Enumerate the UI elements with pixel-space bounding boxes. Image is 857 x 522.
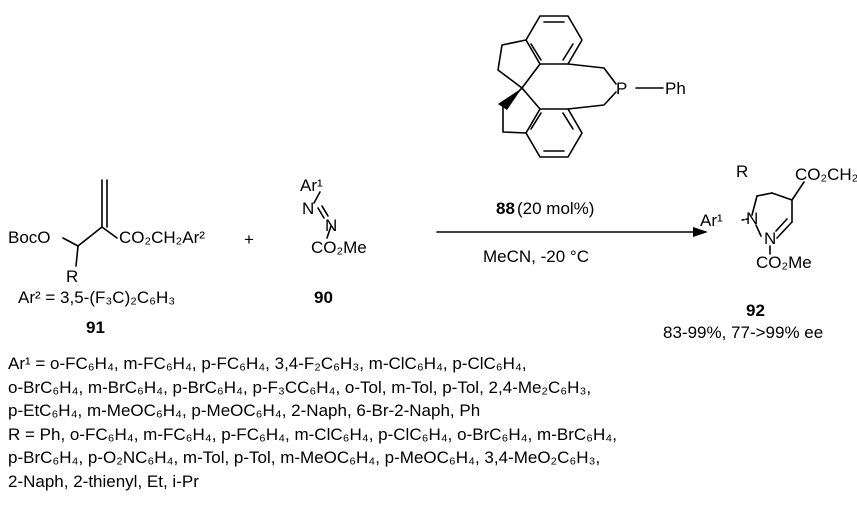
reactant-90-structure: [313, 191, 332, 239]
catalyst-phenyl: Ph: [665, 79, 686, 98]
reactant-91-ar2-definition: Ar² = 3,5-(F₃C)₂C₆H₃: [18, 288, 175, 307]
reactant-91-structure: [62, 179, 118, 267]
product-92-n1: N: [746, 209, 758, 228]
reactant-91-ester: CO₂CH₂Ar²: [119, 228, 205, 247]
reactant-90-ar1: Ar¹: [300, 176, 323, 195]
product-92-n2: N: [764, 229, 776, 248]
scope-line: R = Ph, o-FC₆H₄, m-FC₆H₄, p-FC₆H₄, m-ClC…: [8, 424, 617, 444]
product-92-ester: CO₂CH₂Ar²: [795, 165, 857, 184]
lower-benzene-ring: [525, 108, 583, 158]
reactant-91-r: R: [66, 267, 78, 286]
reaction-arrowhead: [693, 227, 708, 237]
scope-line: o-BrC₆H₄, m-BrC₆H₄, p-BrC₆H₄, p-F₃CC₆H₄,…: [8, 377, 592, 397]
upper-benzene-ring: [525, 15, 583, 65]
catalyst-88-structure: [497, 15, 664, 158]
product-92-label: 92: [746, 301, 765, 320]
catalyst-label: 88: [496, 199, 515, 218]
reactant-91-boco: BocO: [8, 228, 51, 247]
product-92-r: R: [736, 162, 748, 181]
scope-line: p-BrC₆H₄, p-O₂NC₆H₄, m-Tol, p-Tol, m-MeO…: [8, 448, 601, 467]
substrate-scope: Ar¹ = o-FC₆H₄, m-FC₆H₄, p-FC₆H₄, 3,4-F₂C…: [8, 352, 853, 493]
spiro-wedge: [498, 88, 522, 110]
scope-line: 2-Naph, 2-thienyl, Et, i-Pr: [8, 471, 199, 491]
plus-sign: +: [244, 230, 254, 249]
product-92-ar1: Ar¹: [700, 211, 723, 230]
product-92-ester2: CO₂Me: [756, 253, 812, 272]
reactant-90-n2: N: [325, 216, 337, 235]
upper-cyclopentane: [497, 39, 541, 89]
product-92-structure: [741, 181, 805, 255]
reactant-90-n1: N: [302, 199, 314, 218]
scope-line: p-EtC₆H₄, m-MeOC₆H₄, p-MeOC₆H₄, 2-Naph, …: [8, 401, 481, 420]
reactant-90-ester: CO₂Me: [311, 238, 367, 257]
reactant-91-label: 91: [86, 318, 105, 337]
catalyst-phosphorus: P: [616, 79, 627, 98]
reaction-conditions: MeCN, -20 °C: [483, 247, 589, 266]
reactant-90-label: 90: [314, 288, 333, 307]
product-92-yield: 83-99%, 77->99% ee: [663, 323, 824, 342]
reaction-scheme: P Ph 88 (20 mol%) MeCN, -20 °C BocO CO₂C…: [8, 15, 857, 337]
catalyst-loading: (20 mol%): [517, 199, 594, 218]
scope-line: Ar¹ = o-FC₆H₄, m-FC₆H₄, p-FC₆H₄, 3,4-F₂C…: [8, 354, 527, 373]
